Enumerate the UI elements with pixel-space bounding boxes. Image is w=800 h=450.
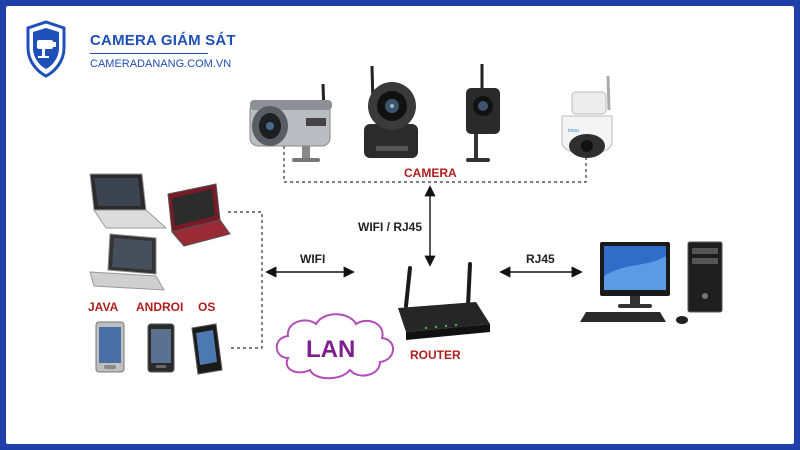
desktop-pc-icon [580,241,723,324]
wifi-label: WIFI [300,252,326,266]
smartphone-icon [95,321,125,373]
diagram-frame: CAMERA GIÁM SÁT CAMERADANANG.COM.VN [6,6,794,444]
java-label: JAVA [88,300,119,314]
shield-camera-icon [26,20,66,78]
router-icon [398,262,490,340]
rj45-label: RJ45 [526,252,555,266]
laptop-icon [167,183,231,247]
laptop-icon [89,233,165,291]
smartphone-icon [191,323,223,375]
laptop-icon [89,173,168,229]
lan-label: LAN [306,336,356,363]
lan-cloud-icon [275,313,394,380]
wifi-rj45-label: WIFI / RJ45 [358,220,423,234]
camera-label: CAMERA [404,166,457,180]
svg-text:imou: imou [568,128,579,134]
camera-bus-line [283,146,587,183]
wifi-camera-icon [466,64,500,162]
ptz-camera-icon [364,65,418,158]
android-label: ANDROI [136,300,184,314]
bullet-camera-icon [249,83,332,162]
brand-logo[interactable]: CAMERA GIÁM SÁT CAMERADANANG.COM.VN [24,20,236,80]
laptop-link-line [228,211,263,349]
brand-name: CAMERA GIÁM SÁT [90,32,236,49]
smartphone-icon [147,323,175,373]
network-diagram: imou [89,64,723,380]
brand-divider [90,53,208,54]
brand-domain: CAMERADANANG.COM.VN [90,58,232,70]
dome-camera-icon: imou [561,75,613,158]
ios-label: OS [198,300,216,314]
router-label: ROUTER [410,348,461,362]
